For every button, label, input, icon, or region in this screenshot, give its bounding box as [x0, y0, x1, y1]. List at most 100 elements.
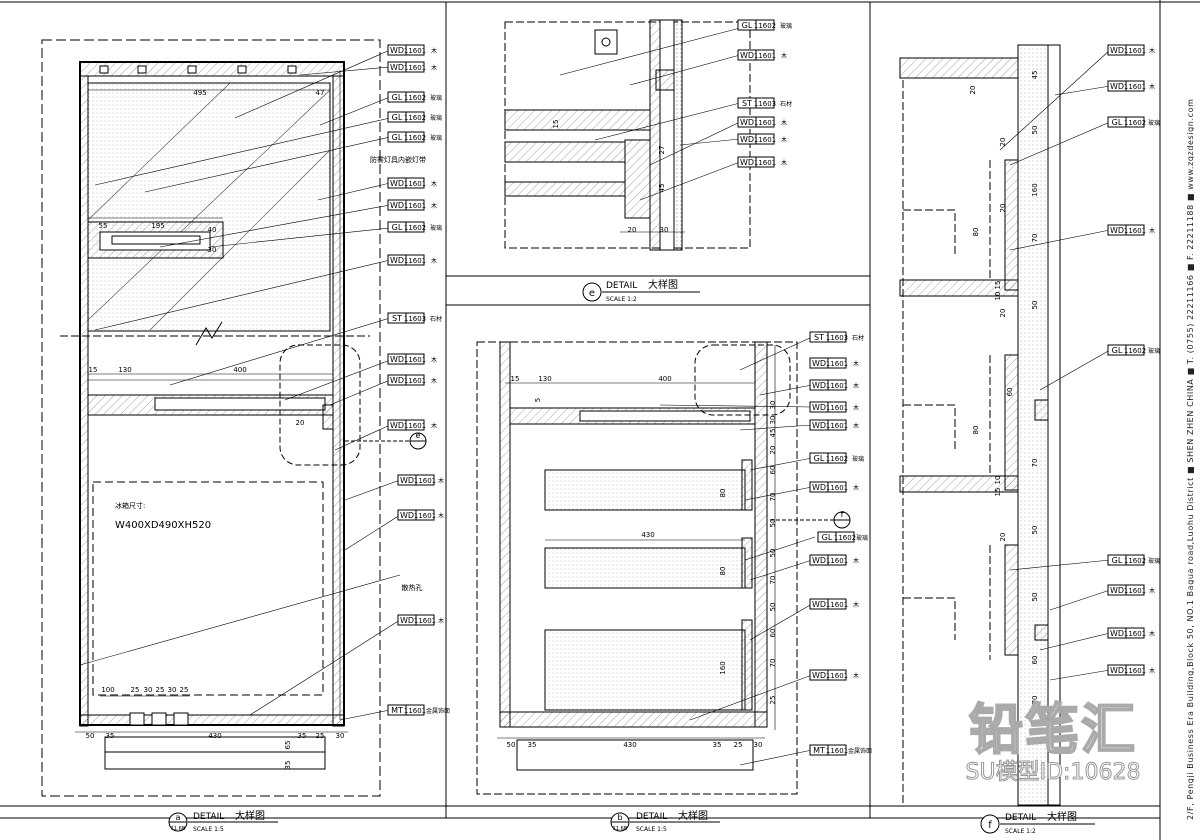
tag-code: 11602 [404, 134, 426, 142]
tag-note: 木 [853, 601, 859, 609]
tag-note: 木 [781, 119, 787, 127]
tag-label: WD [1110, 666, 1124, 675]
title-b-scale: SCALE 1:5 [636, 826, 667, 833]
tag-code: 11603 [404, 315, 426, 323]
title-b: b 11.6B DETAIL 大样图 SCALE 1:5 [610, 809, 720, 833]
tag-code: 11601 [826, 557, 848, 565]
dim-f: 10 [994, 476, 1002, 485]
dim-b-1: 35 [106, 732, 115, 740]
title-a-letter: a [176, 813, 181, 822]
dim-b-15: 15 [511, 375, 520, 383]
tag-code: 11601 [1124, 83, 1146, 91]
tag-code: 11601 [404, 356, 426, 364]
dim-35: 35 [284, 761, 292, 770]
title-f-scale: SCALE 1:2 [1005, 828, 1036, 835]
title-b-detail: DETAIL [636, 812, 667, 822]
dim-b-right: 30 [769, 416, 777, 425]
dim-195: 195 [151, 222, 164, 230]
tag-note: 木 [1149, 587, 1155, 595]
dim-bb-2: 430 [623, 741, 636, 749]
tag-label: WD [812, 671, 826, 680]
tag-note: 玻璃 [430, 114, 442, 122]
tag-label: WD [812, 381, 826, 390]
dim-bb-5: 30 [754, 741, 763, 749]
dim-f: 60 [1031, 656, 1039, 665]
tag-note: 木 [853, 672, 859, 680]
dim-e-30: 30 [660, 226, 669, 234]
title-b-sub: 11.6B [613, 826, 628, 832]
dim-495: 495 [193, 89, 206, 97]
tag-code: 11601 [414, 512, 436, 520]
dim-f: 80 [972, 228, 980, 237]
dim-400: 400 [233, 366, 246, 374]
tag-label: WD [740, 51, 754, 60]
title-e: e DETAIL 大样图 SCALE 1:2 [582, 278, 700, 303]
dim-bb-1: 35 [528, 741, 537, 749]
dim-f: 70 [1031, 234, 1039, 243]
dim-b-4: 25 [316, 732, 325, 740]
dim-e-45: 45 [658, 184, 666, 193]
dim-30: 30 [208, 246, 217, 254]
tag-label: ST [814, 333, 824, 342]
dim-bb-3: 35 [713, 741, 722, 749]
tag-code: 11601 [754, 119, 776, 127]
tag-code: 11602 [826, 455, 848, 463]
dim-f: 50 [1031, 593, 1039, 602]
dim-f: 20 [999, 204, 1007, 213]
tag-note: 木 [431, 257, 437, 265]
title-e-letter: e [589, 288, 595, 299]
tag-code: 11601 [826, 382, 848, 390]
tag-label: WD [390, 376, 404, 385]
tag-label: WD [390, 63, 404, 72]
company-address: 2/F, Pengji Business Era Building,Block … [1186, 98, 1194, 820]
tag-note: 木 [431, 202, 437, 210]
tag-label: MT [813, 746, 825, 755]
dim-bt-3: 25 [156, 686, 165, 694]
tag-code: 11601 [404, 180, 426, 188]
tag-note: 木 [431, 356, 437, 364]
tag-label: GL [1112, 346, 1123, 355]
tag-note: 玻璃 [852, 455, 864, 463]
dim-b-430: 430 [641, 531, 654, 539]
dim-65: 65 [284, 741, 292, 750]
tag-label: WD [390, 201, 404, 210]
tag-note: 木 [853, 484, 859, 492]
dim-f: 70 [1031, 459, 1039, 468]
tag-note: 金属饰面 [848, 747, 872, 755]
tag-label: WD [740, 118, 754, 127]
title-e-scale: SCALE 1:2 [606, 296, 637, 303]
tag-note: 木 [431, 47, 437, 55]
tag-label: MT [391, 706, 403, 715]
tag-note: 玻璃 [1148, 119, 1160, 127]
tag-code: 11603 [826, 334, 848, 342]
dim-f: 20 [999, 533, 1007, 542]
tag-code: 11601 [414, 617, 436, 625]
tag-label: WD [812, 359, 826, 368]
dim-e-15: 15 [552, 120, 560, 129]
dim-bb-4: 25 [734, 741, 743, 749]
dim-b-right: 25 [769, 696, 777, 705]
dim-b-80b: 80 [719, 567, 727, 576]
tag-note: 木 [438, 477, 444, 485]
tag-label: WD [400, 511, 414, 520]
title-f-letter: f [988, 820, 992, 831]
tag-note: 木 [431, 180, 437, 188]
dim-55: 55 [99, 222, 108, 230]
dim-bt-4: 30 [168, 686, 177, 694]
title-a-detail: DETAIL [193, 812, 224, 822]
dim-f: 80 [972, 426, 980, 435]
tag-code: 11601 [826, 747, 848, 755]
tag-note: 木 [438, 617, 444, 625]
